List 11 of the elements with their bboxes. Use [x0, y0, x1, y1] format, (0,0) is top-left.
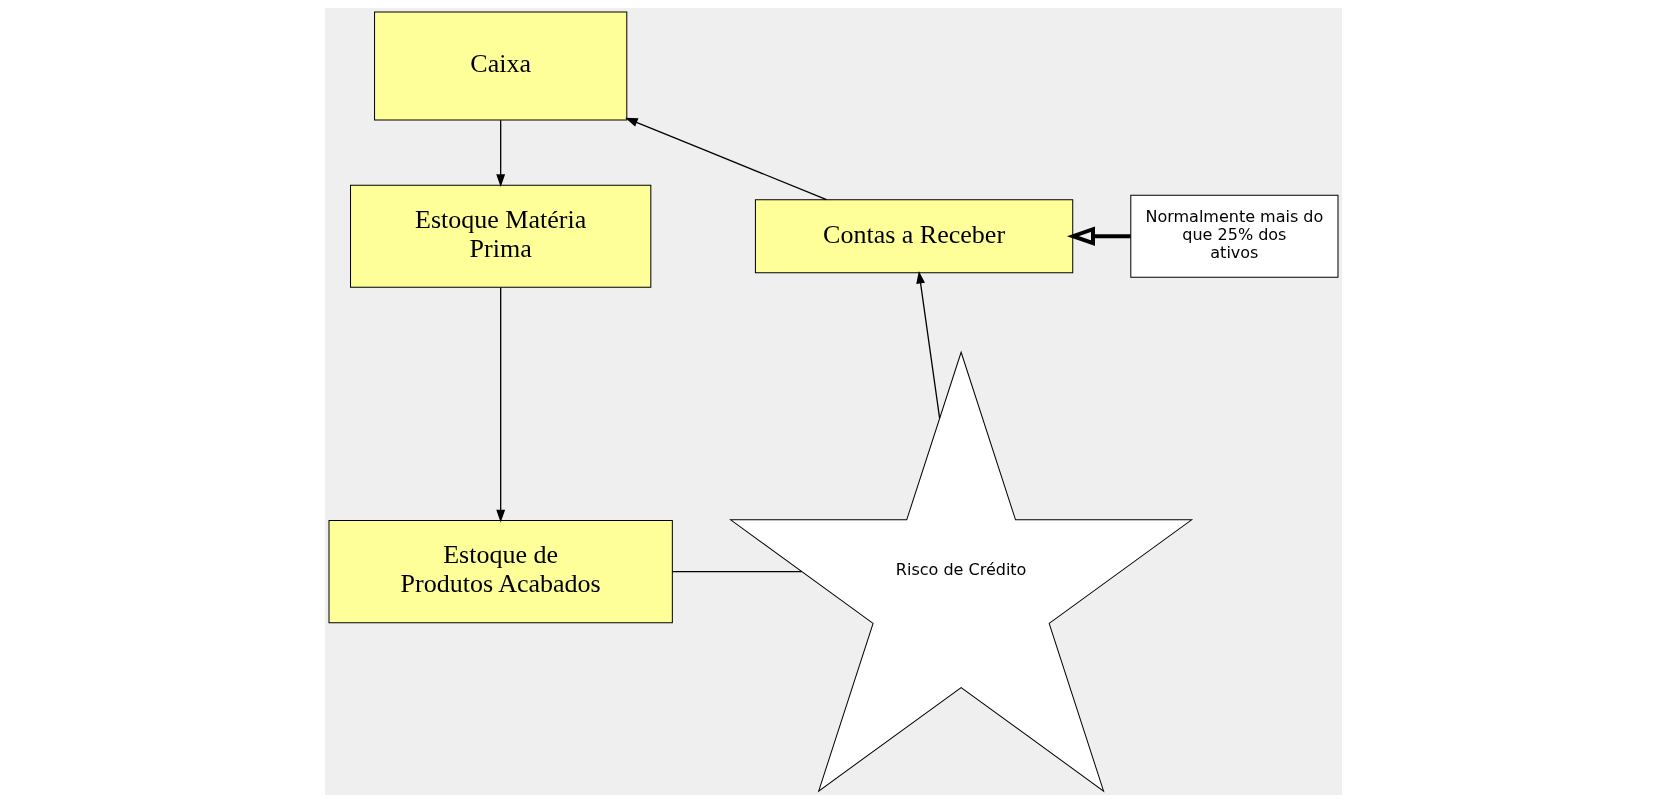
arrow [496, 286, 506, 523]
connector [671, 571, 803, 573]
arrow [496, 119, 506, 187]
arrow [1066, 226, 1131, 247]
arrow [625, 117, 828, 201]
node-box: Estoque Matéria Prima [350, 184, 652, 288]
node-box: Contas a Receber [754, 199, 1074, 274]
node-box: Caixa [374, 11, 628, 121]
node-box: Estoque de Produtos Acabados [328, 520, 673, 624]
node-box: Normalmente mais do que 25% dos ativos [1130, 194, 1339, 278]
arrow [916, 270, 941, 419]
